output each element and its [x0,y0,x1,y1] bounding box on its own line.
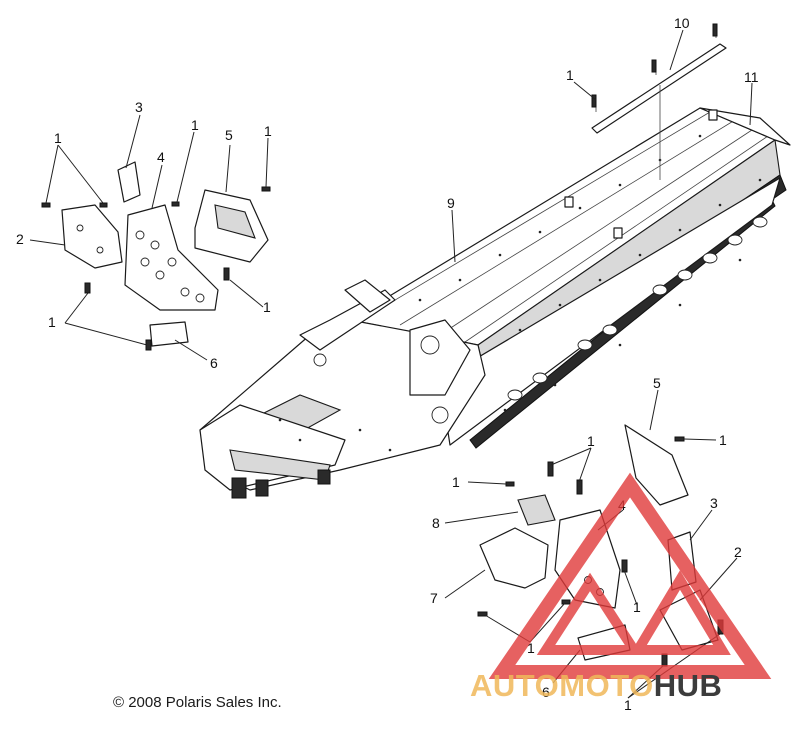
callout-2: 2 [16,231,24,247]
part-6-bracket-left [149,321,189,347]
callout-1: 1 [54,130,62,146]
callout-2: 2 [734,544,742,560]
callout-5: 5 [653,375,661,391]
callout-3: 3 [135,99,143,115]
part-5-bracket-left [194,189,269,263]
callout-6: 6 [542,684,550,700]
callout-1: 1 [452,474,460,490]
callout-labels: 1 2 3 4 1 5 1 1 1 6 9 1 10 11 5 1 1 1 8 … [16,15,759,713]
callout-9: 9 [447,195,455,211]
part-4-plate-left [124,204,219,311]
watermark-logo-icon [488,472,772,679]
callout-1: 1 [191,117,199,133]
callout-10: 10 [674,15,690,31]
callout-1: 1 [263,299,271,315]
callout-3: 3 [710,495,718,511]
part-2-bracket-left [61,204,123,269]
callout-1: 1 [264,123,272,139]
fasteners [41,23,724,667]
tunnel-side-holes [507,216,768,401]
callout-1: 1 [48,314,56,330]
callout-1: 1 [719,432,727,448]
watermark-suffix: HUB [653,668,723,703]
chassis-tunnel [199,107,791,499]
watermark-prefix: AUTOMOTO [470,668,654,703]
callout-1: 1 [633,599,641,615]
callout-1: 1 [527,640,535,656]
callout-1: 1 [587,433,595,449]
callout-6: 6 [210,355,218,371]
part-8-block [517,494,556,526]
part-5-bracket-right [624,424,689,506]
callout-1: 1 [566,67,574,83]
callout-4: 4 [157,149,165,165]
watermark-text: AUTOMOTOHUB [470,668,722,704]
leader-lines [29,29,753,699]
callout-5: 5 [225,127,233,143]
part-3-bracket-left [117,161,141,203]
callout-7: 7 [430,590,438,606]
tunnel-rivets [278,134,762,452]
callout-1: 1 [624,697,632,713]
callout-8: 8 [432,515,440,531]
copyright-text: © 2008 Polaris Sales Inc. [113,694,282,711]
callout-11: 11 [744,69,759,85]
part-10-rear-rail [591,24,727,180]
part-7-guard [479,527,549,589]
